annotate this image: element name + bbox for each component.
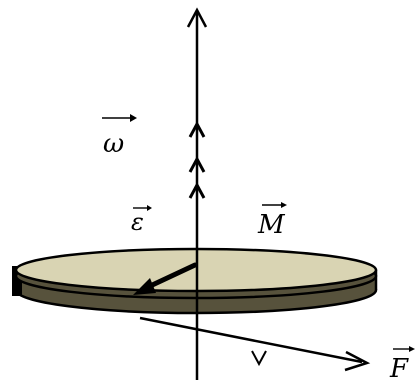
force-label: F: [389, 354, 409, 383]
rotation-axis: [186, 7, 208, 380]
force-label-group: F: [389, 346, 415, 383]
omega-overarrow-head: [130, 114, 137, 122]
radius-vector-shaft: [145, 262, 198, 290]
epsilon-label-group: ε: [131, 205, 152, 236]
force-vector-shaft: [139, 316, 363, 364]
force-vector-arrowhead: [344, 350, 371, 372]
force-overarrow-head: [409, 346, 415, 352]
omega-label: ω: [103, 129, 124, 159]
angle-mark: [251, 350, 267, 367]
epsilon-label: ε: [131, 208, 144, 236]
epsilon-overarrow-head: [147, 205, 152, 211]
moment-overarrow-head: [281, 202, 287, 208]
moment-label: M: [257, 210, 286, 240]
angular-acceleration-arrow: [188, 120, 206, 199]
omega-label-group: ω: [102, 114, 137, 159]
acceleration-arrowhead-2: [188, 155, 206, 173]
disk-edge-tab: [12, 266, 22, 296]
radius-vector: [133, 262, 198, 295]
acceleration-arrowhead-3: [188, 181, 206, 199]
axis-top-arrowhead: [186, 7, 208, 28]
acceleration-arrowhead-1: [188, 120, 206, 138]
force-vector: [139, 316, 371, 372]
radius-vector-arrowhead: [133, 278, 156, 295]
disk: [12, 247, 378, 315]
moment-label-group: M: [257, 202, 287, 240]
